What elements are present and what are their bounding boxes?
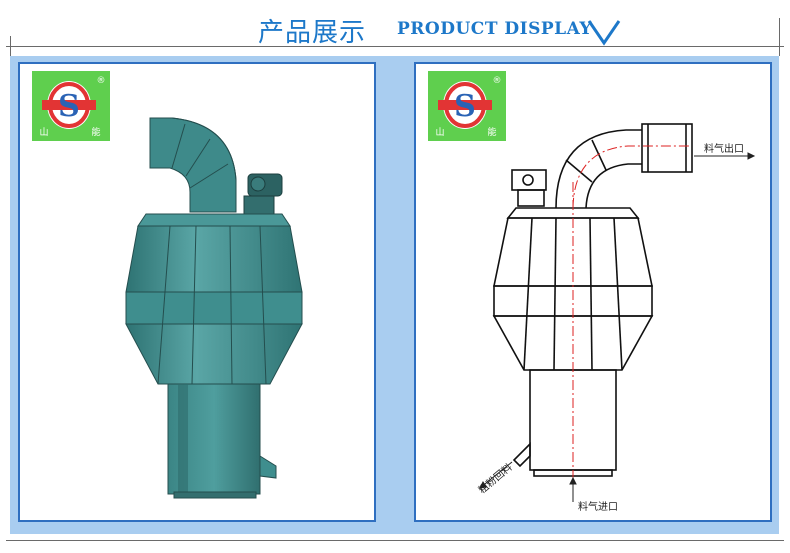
product-drawing-panel: S ® 山 能: [414, 62, 772, 522]
svg-text:能: 能: [487, 126, 496, 138]
label-return: 粗粉回料: [476, 461, 515, 497]
product-line-drawing: 料气出口 料气进口 粗粉回料: [476, 123, 756, 513]
svg-text:S: S: [454, 89, 476, 124]
page-title-cn: 产品展示: [258, 18, 367, 48]
product-3d-render: [125, 117, 303, 499]
company-logo: S ® 山 能: [428, 71, 506, 141]
header-tick-right: [779, 18, 780, 56]
svg-text:®: ®: [493, 76, 502, 86]
chevron-down-icon: [587, 20, 621, 46]
svg-text:山: 山: [435, 127, 444, 138]
label-outlet: 料气出口: [704, 142, 744, 155]
logo-text-right: 能: [91, 126, 100, 138]
logo-letter: S: [58, 89, 80, 124]
logo-text-left: 山: [39, 127, 48, 138]
svg-text:®: ®: [97, 76, 106, 86]
footer-divider: [6, 540, 784, 541]
label-inlet: 料气进口: [578, 500, 618, 513]
product-render-panel: S ® 山 能: [18, 62, 376, 522]
page-title-en: PRODUCT DISPLAY: [397, 19, 593, 39]
header-divider: [6, 46, 784, 47]
company-logo: S ® 山 能: [32, 71, 110, 141]
